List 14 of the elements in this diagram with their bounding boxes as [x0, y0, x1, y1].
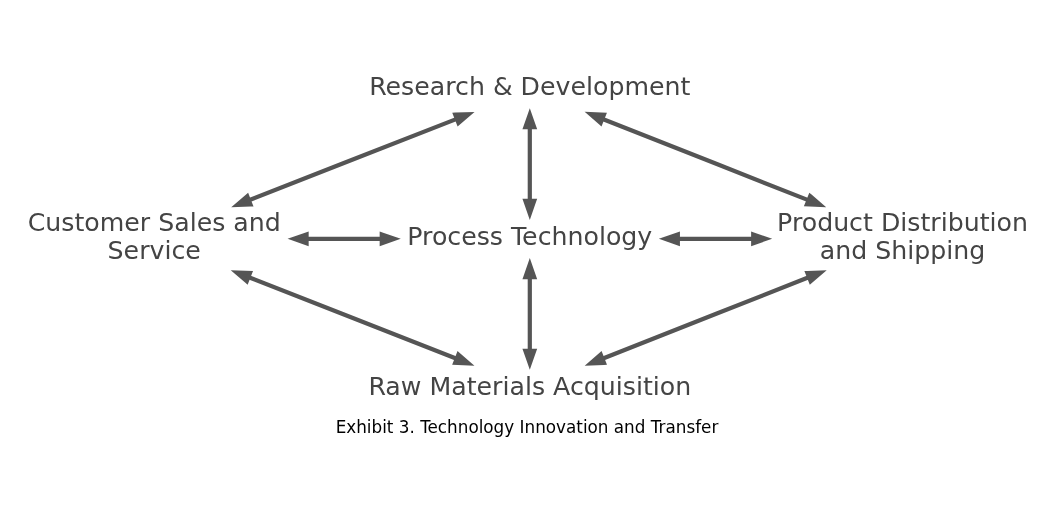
- arrow: [658, 230, 773, 246]
- node-text: Product Distribution and Shipping: [777, 207, 1029, 265]
- node-text: Customer Sales and Service: [27, 207, 281, 265]
- arrow: [584, 269, 827, 366]
- node-text: Process Technology: [407, 221, 653, 251]
- node-text: Raw Materials Acquisition: [368, 371, 692, 401]
- arrow: [287, 230, 401, 246]
- arrow: [230, 269, 475, 366]
- arrow: [584, 111, 827, 207]
- node-text: Research & Development: [369, 71, 691, 101]
- arrow: [522, 107, 538, 220]
- caption: Exhibit 3. Technology Innovation and Transfer: [335, 416, 719, 437]
- arrow: [522, 257, 538, 370]
- arrow: [231, 111, 475, 207]
